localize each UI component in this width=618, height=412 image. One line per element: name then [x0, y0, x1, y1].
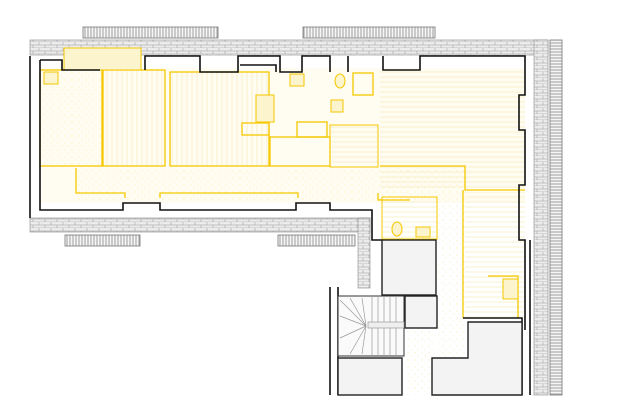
brick-facade-corner	[357, 217, 371, 289]
cabinet-fixture	[255, 94, 275, 123]
toilet-icon	[334, 73, 346, 89]
wall-stair-west	[329, 287, 339, 395]
balcony-railing-top-left	[82, 26, 219, 39]
balcony-railing-right	[549, 39, 563, 396]
kitchen-outline	[380, 165, 525, 191]
storage-room-1	[337, 357, 403, 396]
storage-room-2	[431, 321, 523, 396]
sink-fixture-2	[502, 278, 519, 300]
interior-wall-south	[39, 60, 382, 241]
washbasin-icon	[330, 99, 344, 113]
hallway[interactable]	[76, 168, 466, 200]
shaft-room	[381, 239, 437, 296]
bedroom-3-outline	[462, 190, 519, 318]
shower-fixture	[352, 72, 374, 96]
balcony-railing-top-right	[302, 26, 436, 39]
room-bedroom-2[interactable]	[102, 70, 165, 166]
stair-treads	[339, 296, 405, 356]
landing[interactable]	[405, 330, 435, 395]
balcony-niche	[63, 47, 142, 71]
room-bedroom-1[interactable]	[40, 70, 102, 166]
sink-fixture	[43, 71, 59, 85]
toilet-icon-2	[391, 221, 403, 237]
washbasin-icon-2	[415, 226, 431, 238]
exterior-wall	[29, 55, 526, 330]
stove-fixture	[289, 73, 305, 87]
interior-wall-north	[240, 56, 349, 72]
bathroom-1[interactable]	[329, 124, 379, 168]
balcony-railing-bottom-left	[64, 234, 141, 247]
counter-fixture	[241, 122, 270, 136]
elevator-shaft	[404, 295, 438, 329]
brick-facade-bottom	[29, 217, 371, 233]
room-living[interactable]	[170, 72, 268, 166]
bathroom-1-fixture	[296, 121, 328, 138]
balcony-railing-bottom-right	[277, 234, 356, 247]
brick-facade-right	[533, 39, 549, 396]
